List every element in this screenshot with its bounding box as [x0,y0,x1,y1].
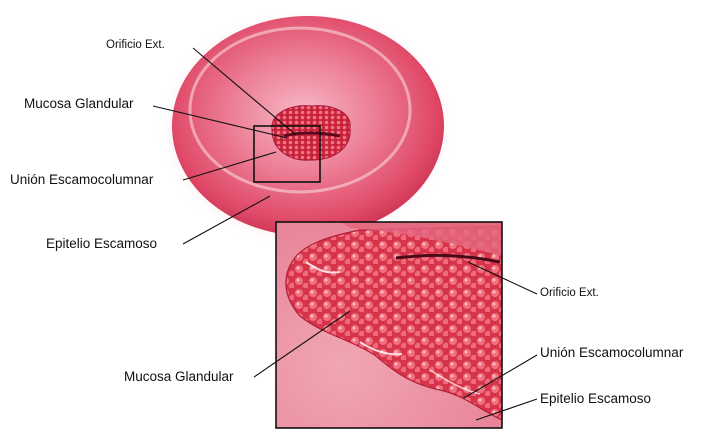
label-union-escamocolumnar-inset: Unión Escamocolumnar [540,345,683,360]
inset-magnified-view [276,222,502,428]
label-mucosa-glandular-main: Mucosa Glandular [24,96,134,111]
label-union-escamocolumnar-main: Unión Escamocolumnar [10,172,153,187]
label-orificio-ext-inset: Orificio Ext. [540,287,599,299]
label-epitelio-escamoso-main: Epitelio Escamoso [46,236,157,251]
label-orificio-ext-main: Orificio Ext. [106,39,165,51]
label-epitelio-escamoso-inset: Epitelio Escamoso [540,391,651,406]
label-mucosa-glandular-inset: Mucosa Glandular [124,369,234,384]
